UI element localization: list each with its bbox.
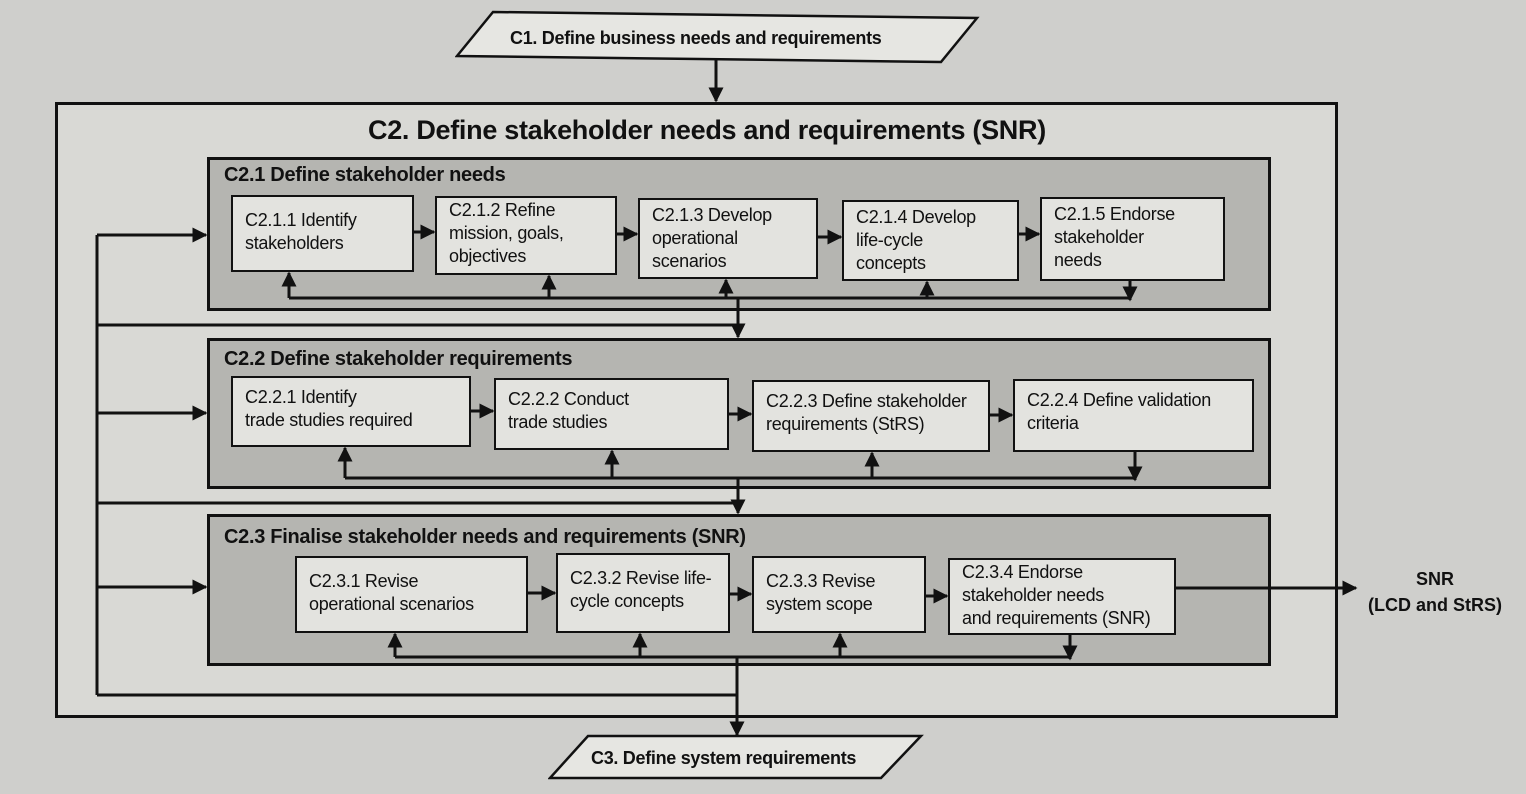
step-label: life-cycle (856, 230, 924, 250)
step-c2-2-2: C2.2.2 Conduct trade studies (494, 378, 729, 450)
step-label: C2.1.3 Develop (652, 205, 772, 225)
group-c2-2-title: C2.2 Define stakeholder requirements (224, 348, 573, 370)
step-c2-3-1: C2.3.1 Revise operational scenarios (295, 556, 528, 633)
step-c2-2-3: C2.2.3 Define stakeholder requirements (S… (752, 380, 990, 452)
step-c2-1-5: C2.1.5 Endorse stakeholder needs (1040, 197, 1225, 281)
step-label: stakeholders (245, 233, 344, 253)
step-c2-1-2: C2.1.2 Refine mission, goals, objectives (435, 196, 617, 275)
step-label: needs (1054, 250, 1102, 270)
step-label: C2.2.4 Define validation (1027, 390, 1211, 410)
step-label: operational scenarios (309, 594, 474, 614)
step-label: and requirements (SNR) (962, 608, 1151, 628)
step-label: criteria (1027, 413, 1079, 433)
c1-input-shape (455, 10, 980, 64)
step-c2-1-4: C2.1.4 Develop life-cycle concepts (842, 200, 1019, 281)
step-label: C2.1.2 Refine (449, 200, 556, 220)
step-label: C2.3.2 Revise life- (570, 568, 712, 588)
step-label: C2.3.4 Endorse (962, 562, 1083, 582)
step-label: mission, goals, (449, 223, 564, 243)
group-c2-3-title: C2.3 Finalise stakeholder needs and requ… (224, 526, 746, 548)
step-label: stakeholder needs (962, 585, 1105, 605)
step-label: requirements (StRS) (766, 414, 925, 434)
step-label: trade studies (508, 412, 608, 432)
step-c2-3-3: C2.3.3 Revise system scope (752, 556, 926, 633)
step-label: system scope (766, 594, 873, 614)
step-label: stakeholder (1054, 227, 1144, 247)
step-label: scenarios (652, 251, 727, 271)
step-label: cycle concepts (570, 591, 684, 611)
step-label: operational (652, 228, 738, 248)
step-label: C2.1.4 Develop (856, 207, 976, 227)
snr-label: SNR (1415, 569, 1454, 589)
step-c2-2-4: C2.2.4 Define validation criteria (1013, 379, 1254, 452)
step-label: trade studies required (245, 410, 413, 430)
snr-output-label: SNR (LCD and StRS) (1355, 566, 1515, 618)
c2-title: C2. Define stakeholder needs and require… (368, 115, 1046, 145)
step-label: concepts (856, 253, 926, 273)
group-c2-1-title: C2.1 Define stakeholder needs (224, 164, 506, 186)
step-label: objectives (449, 246, 527, 266)
step-label: C2.1.5 Endorse (1054, 204, 1175, 224)
step-label: C2.2.1 Identify (245, 387, 357, 407)
step-c2-1-3: C2.1.3 Develop operational scenarios (638, 198, 818, 279)
step-c2-3-2: C2.3.2 Revise life-cycle concepts (556, 553, 730, 633)
step-c2-3-4: C2.3.4 Endorse stakeholder needs and requi… (948, 558, 1176, 635)
step-label: C2.3.3 Revise (766, 571, 876, 591)
step-c2-2-1: C2.2.1 Identify trade studies required (231, 376, 471, 447)
step-label: C2.3.1 Revise (309, 571, 419, 591)
c3-output-label: C3. Define system requirements (591, 748, 857, 768)
snr-detail-label: (LCD and StRS) (1368, 595, 1502, 615)
c3-output-shape (548, 734, 924, 780)
step-c2-1-1: C2.1.1 Identify stakeholders (231, 195, 414, 272)
c1-input-label: C1. Define business needs and requiremen… (510, 28, 882, 48)
step-label: C2.2.2 Conduct (508, 389, 629, 409)
step-label: C2.2.3 Define stakeholder (766, 391, 967, 411)
step-label: C2.1.1 Identify (245, 210, 357, 230)
